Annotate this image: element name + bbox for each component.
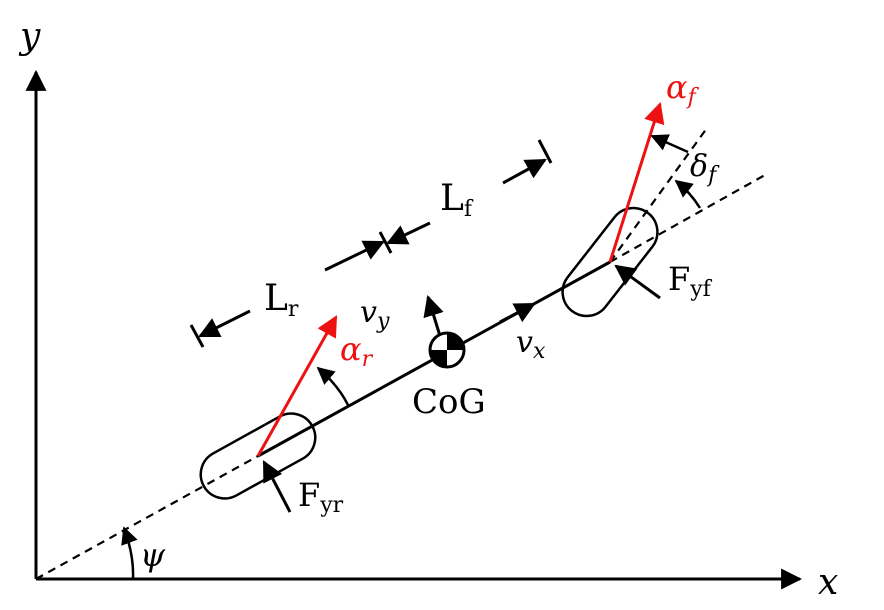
alpha-r-arc	[316, 366, 350, 406]
fyr-arrow	[262, 460, 292, 513]
fyf-arrow	[614, 264, 661, 300]
alpha-r-arrow	[256, 315, 338, 457]
delta-f-arc	[674, 179, 702, 209]
dimension-mid-tick	[378, 231, 393, 254]
lf-arrow-right	[502, 158, 547, 185]
vy-label: vy	[360, 295, 390, 334]
vx-arrow	[499, 302, 536, 324]
fyf-label: Fyf	[668, 260, 713, 302]
lr-tick-left	[189, 324, 205, 348]
alpha-f-arrow	[608, 101, 665, 263]
lf-tick-right	[537, 139, 553, 164]
alpha-r-label: αr	[340, 330, 374, 372]
y-axis-label: y	[18, 16, 41, 57]
lf-label: Lf	[440, 178, 474, 222]
x-axis-label: x	[818, 562, 838, 603]
psi-angle-arc	[121, 526, 138, 580]
lr-arrow-left	[198, 309, 251, 338]
alpha-f-angle-arrow	[650, 134, 689, 154]
lr-arrow-right	[324, 240, 385, 272]
vy-arrow	[423, 294, 444, 337]
cog-label: CoG	[412, 382, 486, 422]
fyr-label: Fyr	[298, 476, 344, 518]
vx-label: vx	[516, 325, 546, 364]
alpha-f-label: αf	[666, 68, 700, 110]
heading-dashed-line	[35, 455, 259, 580]
lr-label: Lr	[264, 278, 299, 322]
cog-symbol	[428, 331, 466, 369]
psi-label: ψ	[140, 536, 166, 574]
lf-arrow-left	[386, 221, 431, 245]
delta-f-label: δf	[690, 149, 720, 188]
heading-dashed-line-front	[609, 174, 766, 263]
